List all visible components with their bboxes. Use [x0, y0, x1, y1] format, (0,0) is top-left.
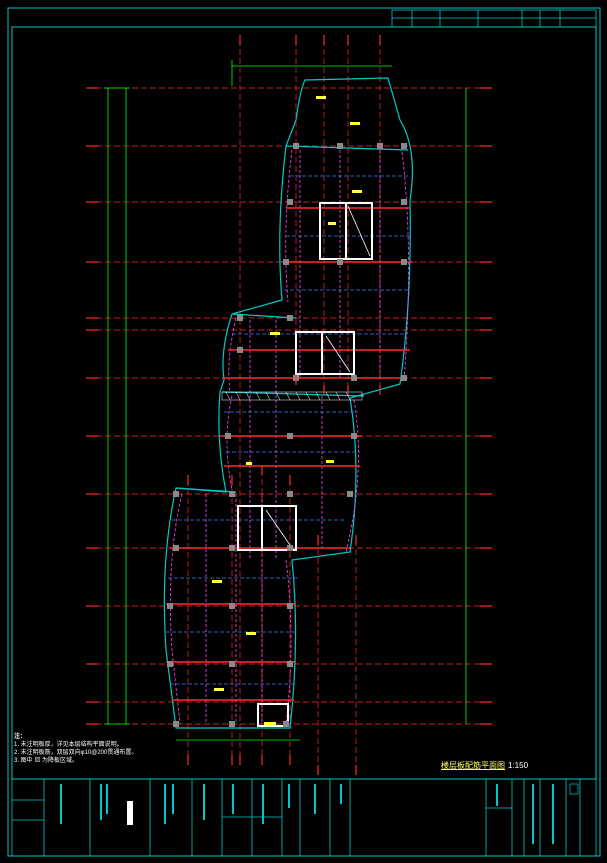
column	[337, 143, 343, 149]
column	[173, 491, 179, 497]
column	[167, 661, 173, 667]
column	[283, 259, 289, 265]
column	[237, 315, 243, 321]
drawing-title: 楼层板配筋平面图	[441, 761, 505, 770]
column	[337, 259, 343, 265]
column	[287, 433, 293, 439]
notes-title: 注：	[14, 734, 27, 740]
column	[287, 603, 293, 609]
column	[293, 143, 299, 149]
beam-lines	[169, 149, 409, 725]
column	[377, 143, 383, 149]
title-block-lettering	[60, 784, 554, 844]
column	[167, 603, 173, 609]
dimension-chain-left	[104, 87, 130, 725]
note-item: 2. 未注明板筋，双层双向φ10@200贯通布置。	[14, 750, 138, 756]
grid-axis-markers	[86, 35, 492, 775]
column	[401, 375, 407, 381]
title-block	[11, 778, 597, 857]
column	[225, 433, 231, 439]
column	[401, 259, 407, 265]
column	[287, 199, 293, 205]
column	[229, 661, 235, 667]
column	[287, 661, 293, 667]
column	[229, 545, 235, 551]
column	[237, 347, 243, 353]
core-walls	[237, 202, 373, 727]
stamp-box	[569, 783, 579, 795]
column	[229, 721, 235, 727]
general-notes: 注： 1. 未注明板厚，详见本层结构平面说明。 2. 未注明板筋，双层双向φ10…	[14, 733, 137, 765]
slab-beams	[166, 207, 412, 701]
column	[229, 603, 235, 609]
drop-slab-hatch	[221, 391, 363, 401]
drawing-scale: 1:150	[508, 761, 529, 770]
column	[401, 199, 407, 205]
dimension-chain-top	[231, 60, 392, 86]
revision-block	[391, 9, 597, 28]
column	[351, 375, 357, 381]
column	[283, 721, 289, 727]
building-outline	[163, 77, 414, 729]
column	[173, 721, 179, 727]
sheet-frame	[7, 7, 601, 857]
column	[287, 491, 293, 497]
rebar-lines	[166, 175, 410, 685]
stair-diagonals	[265, 205, 371, 549]
company-logo	[127, 801, 133, 825]
horizontal-grid-lines	[96, 87, 480, 725]
column	[229, 491, 235, 497]
inner-frame	[11, 26, 597, 780]
column	[401, 143, 407, 149]
column	[347, 491, 353, 497]
note-item: 1. 未注明板厚，详见本层结构平面说明。	[14, 742, 123, 748]
column	[351, 433, 357, 439]
column	[287, 545, 293, 551]
annotation-marks	[212, 96, 362, 725]
column	[287, 315, 293, 321]
columns	[167, 143, 407, 727]
note-item: 3. 图中 ▨ 为降板区域。	[14, 758, 79, 764]
column	[173, 545, 179, 551]
